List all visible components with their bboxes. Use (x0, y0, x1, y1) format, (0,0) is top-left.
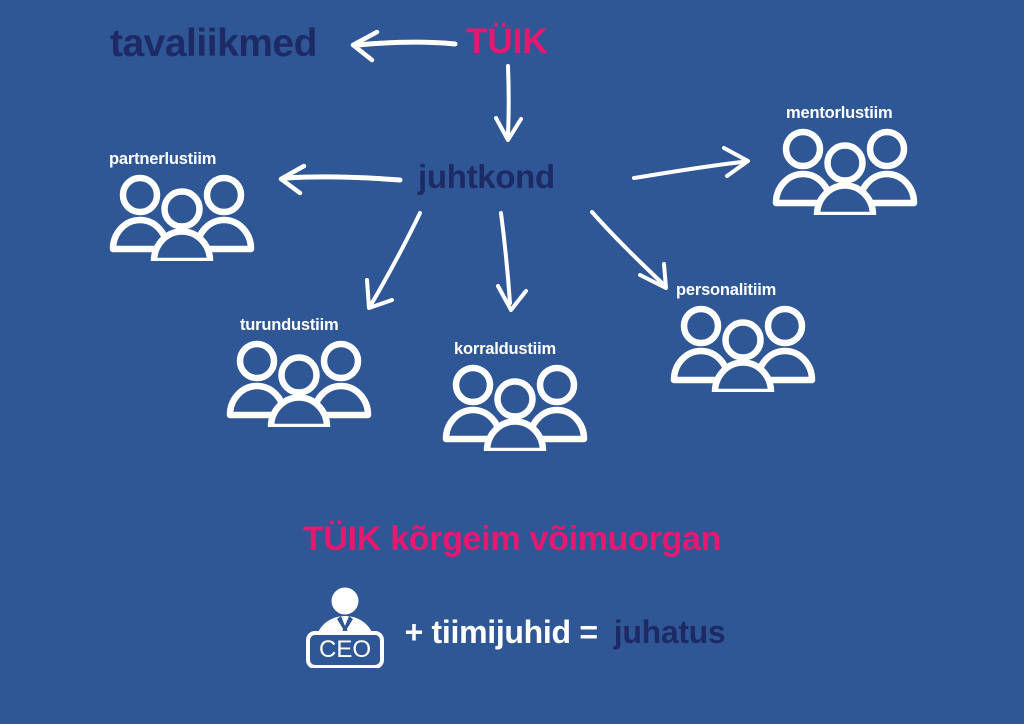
node-tavaliikmed: tavaliikmed (110, 22, 317, 65)
ceo-badge: CEO (299, 586, 391, 669)
arrow-juhtkond-to-mentorlustiim (632, 146, 750, 180)
arrow-tuik-to-juhtkond (494, 64, 523, 142)
equation-operand: + tiimijuhid = (404, 613, 598, 650)
arrow-juhtkond-to-personalitiim (590, 210, 668, 290)
people-group-icon (226, 340, 372, 427)
people-group-icon (109, 174, 255, 261)
team-label-mentorlustiim: mentorlustiim (786, 104, 893, 122)
team-label-personalitiim: personalitiim (676, 281, 777, 299)
people-group-icon (442, 364, 588, 451)
ceo-badge-text: CEO (319, 636, 371, 663)
team-personalitiim: personalitiim (668, 281, 818, 392)
supreme-body-heading: TÜIK kõrgeim võimuorgan (302, 520, 722, 558)
people-group-icon (670, 305, 816, 392)
arrow-juhtkond-to-korraldustiim (496, 211, 528, 312)
node-tuik: TÜIK (466, 22, 548, 61)
node-juhtkond: juhtkond (418, 158, 555, 195)
equation-result: juhatus (613, 613, 726, 650)
ceo-person-icon: CEO (305, 587, 384, 669)
team-turundustiim: turundustiim (224, 316, 374, 427)
team-mentorlustiim: mentorlustiim (770, 104, 920, 215)
team-label-turundustiim: turundustiim (240, 316, 339, 334)
team-partnerlustiim: partnerlustiim (107, 150, 257, 261)
arrow-juhtkond-to-turundustiim (365, 211, 422, 310)
team-korraldustiim: korraldustiim (440, 340, 590, 451)
people-group-icon (772, 128, 918, 215)
team-label-korraldustiim: korraldustiim (454, 340, 556, 358)
team-label-partnerlustiim: partnerlustiim (109, 150, 217, 168)
governance-equation: CEO + tiimijuhid = juhatus (0, 586, 1024, 669)
arrow-juhtkond-to-partnerlustiim (278, 163, 403, 196)
arrow-tuik-to-tavaliikmed (350, 29, 458, 63)
